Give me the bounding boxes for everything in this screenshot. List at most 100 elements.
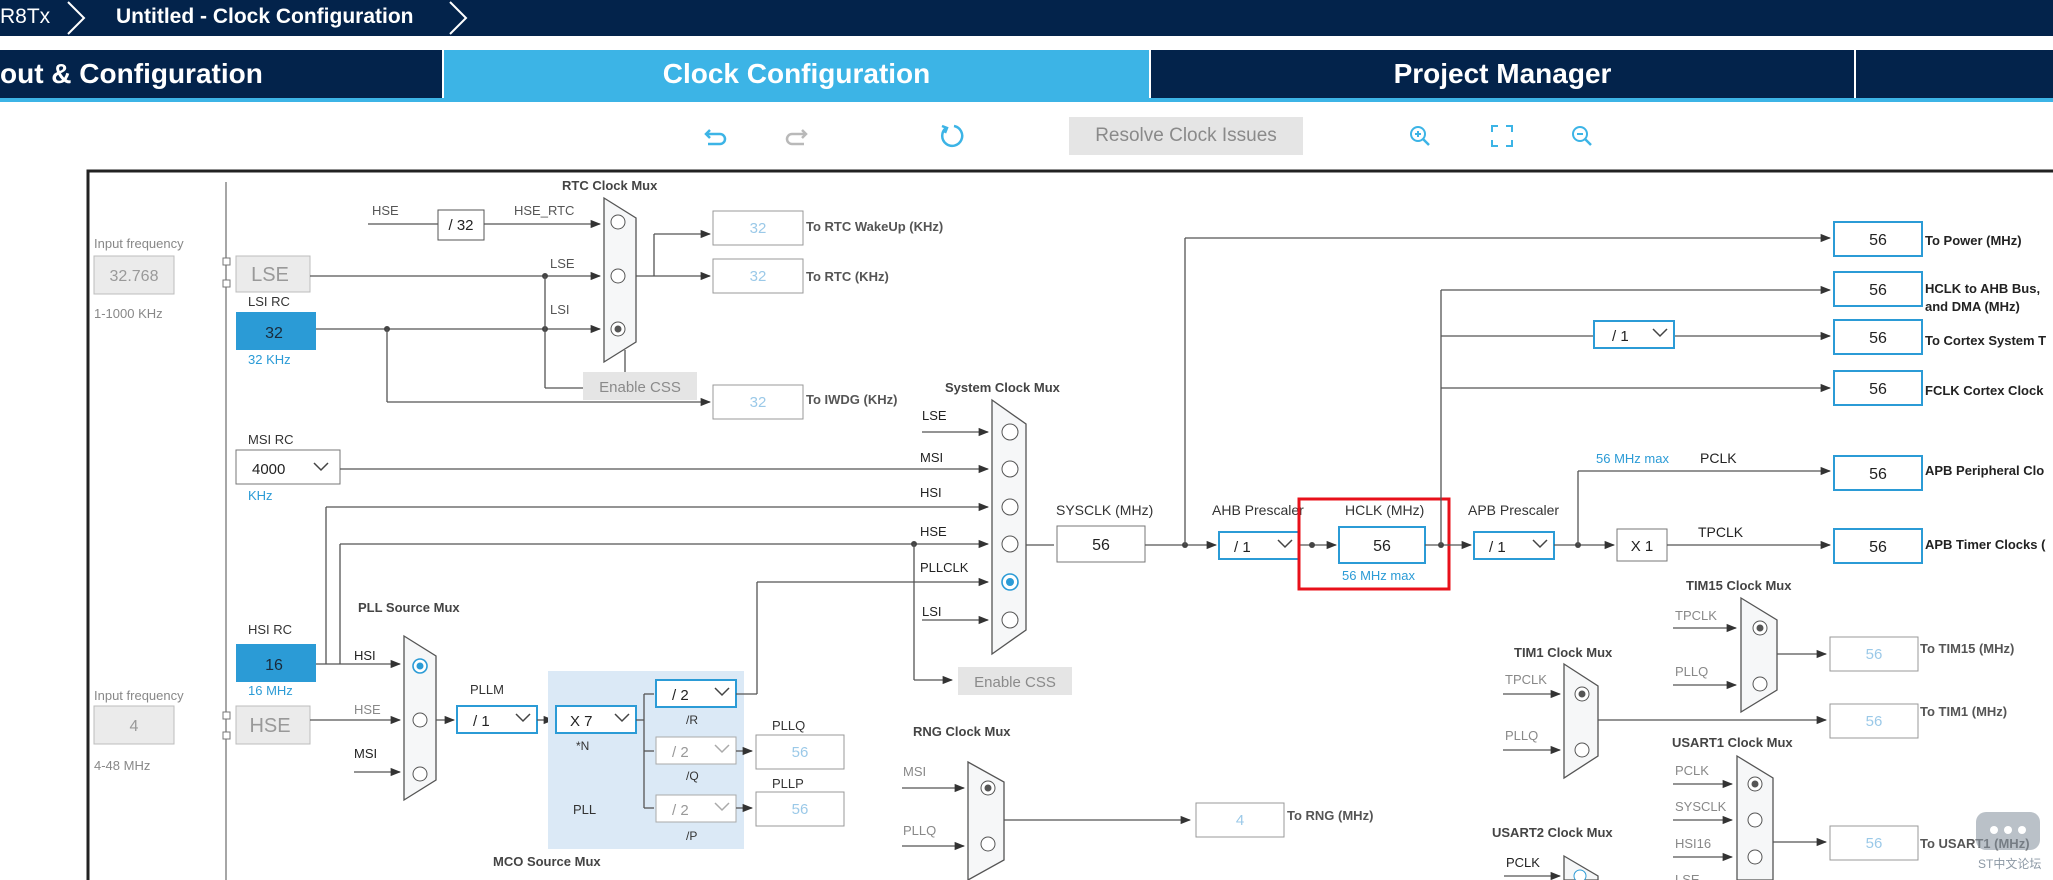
rtc-mux-radio-lse[interactable] bbox=[610, 268, 626, 284]
rtc-hse-label: HSE bbox=[372, 203, 399, 218]
usart1-mux-radio-sysclk[interactable] bbox=[1747, 812, 1763, 828]
pllq-div-label: /Q bbox=[686, 769, 699, 783]
main-tabs: out & Configuration Clock Configuration … bbox=[0, 50, 2053, 98]
usart1-mux-radio-hsi16[interactable] bbox=[1747, 849, 1763, 865]
lse-label: LSE bbox=[251, 264, 289, 286]
hclk-input[interactable] bbox=[1338, 526, 1426, 564]
mco-source-mux-title: MCO Source Mux bbox=[493, 854, 601, 869]
fit-to-screen-icon[interactable] bbox=[1488, 122, 1516, 150]
pll-mux-input-hse: HSE bbox=[354, 702, 381, 717]
sysmux-radio-hse[interactable] bbox=[1001, 535, 1019, 553]
tim15-mux-radio-pllq[interactable] bbox=[1752, 676, 1768, 692]
rtc-value: 32 bbox=[750, 268, 767, 285]
pllp-div-value: / 2 bbox=[672, 802, 689, 819]
cortex-system-timer-field bbox=[1833, 319, 1923, 355]
ahb-prescaler-value: / 1 bbox=[1234, 539, 1251, 556]
system-clock-mux bbox=[991, 398, 1027, 656]
rng-input-pllq: PLLQ bbox=[903, 823, 936, 838]
usart2-clock-mux bbox=[1563, 854, 1599, 880]
pllq-div-value: / 2 bbox=[672, 744, 689, 761]
sysclk-label: SYSCLK (MHz) bbox=[1056, 502, 1153, 518]
hsi-value: 16 bbox=[265, 657, 283, 674]
rtc-hse-divider-value: / 32 bbox=[448, 217, 473, 234]
hclk-label: HCLK (MHz) bbox=[1345, 502, 1424, 518]
rng-mux-title: RNG Clock Mux bbox=[913, 724, 1011, 739]
zoom-out-icon[interactable] bbox=[1568, 122, 1596, 150]
tab-pinout-configuration[interactable]: out & Configuration bbox=[0, 58, 263, 89]
tim1-output-value: 56 bbox=[1866, 713, 1883, 730]
tab-divider bbox=[442, 50, 444, 98]
msi-title: MSI RC bbox=[248, 432, 294, 447]
tim1-input-tpclk: TPCLK bbox=[1505, 672, 1547, 687]
hse-input-frequency-field[interactable] bbox=[93, 705, 175, 745]
usart1-input-pclk: PCLK bbox=[1675, 763, 1709, 778]
tab-project-manager[interactable]: Project Manager bbox=[1393, 58, 1612, 89]
lse-block bbox=[235, 255, 311, 293]
rng-mux-radio-pllq[interactable] bbox=[980, 836, 996, 852]
hsi-block[interactable] bbox=[236, 644, 316, 682]
ahb-prescaler-label: AHB Prescaler bbox=[1212, 502, 1304, 518]
pll-label: PLL bbox=[573, 802, 596, 817]
lse-input-frequency-field[interactable] bbox=[93, 255, 175, 295]
sysmux-radio-lse[interactable] bbox=[1001, 423, 1019, 441]
rtc-enable-css-label: Enable CSS bbox=[599, 379, 681, 396]
undo-icon[interactable] bbox=[702, 122, 730, 150]
rtc-enable-css-button[interactable] bbox=[583, 372, 697, 400]
pllr-label: /R bbox=[686, 713, 698, 727]
redo-icon[interactable] bbox=[782, 122, 810, 150]
chevron-down-icon bbox=[1532, 539, 1548, 549]
chevron-down-icon bbox=[714, 802, 730, 812]
hse-label: HSE bbox=[249, 715, 290, 737]
zoom-in-icon[interactable] bbox=[1406, 122, 1434, 150]
chevron-down-icon bbox=[1652, 328, 1668, 338]
usart2-mux-radio-pclk[interactable] bbox=[1573, 869, 1587, 880]
chevron-down-icon bbox=[515, 713, 531, 723]
reset-icon[interactable] bbox=[938, 122, 966, 150]
pll-mux-radio-hse[interactable] bbox=[412, 712, 428, 728]
pll-mux-radio-msi[interactable] bbox=[412, 766, 428, 782]
apb-max: 56 MHz max bbox=[1596, 451, 1669, 466]
tim15-output-label: To TIM15 (MHz) bbox=[1920, 641, 2014, 656]
tab-clock-configuration[interactable]: Clock Configuration bbox=[444, 50, 1149, 98]
hclk-ahb-field bbox=[1833, 271, 1923, 307]
lse-input-title: Input frequency bbox=[94, 236, 184, 251]
lsi-block[interactable] bbox=[236, 312, 316, 350]
sysmux-radio-hsi[interactable] bbox=[1001, 498, 1019, 516]
chevron-down-icon bbox=[313, 462, 329, 472]
hse-range: 4-48 MHz bbox=[94, 758, 150, 773]
lsi-value: 32 bbox=[265, 325, 283, 342]
usart1-input-lse: LSE bbox=[1675, 872, 1700, 880]
sysmux-radio-lsi[interactable] bbox=[1001, 611, 1019, 629]
tim15-mux-title: TIM15 Clock Mux bbox=[1686, 578, 1792, 593]
chevron-right-icon bbox=[449, 1, 468, 35]
breadcrumb: R8Tx Untitled - Clock Configuration bbox=[0, 0, 2053, 36]
hclk-ahb-label-2: and DMA (MHz) bbox=[1925, 299, 2020, 314]
rng-clock-mux bbox=[967, 760, 1005, 880]
chevron-down-icon bbox=[614, 713, 630, 723]
msi-frequency-select[interactable] bbox=[235, 449, 341, 485]
sysmux-input-msi: MSI bbox=[920, 450, 943, 465]
rtc-in-lse: LSE bbox=[550, 256, 575, 271]
sysclk-enable-css-button[interactable] bbox=[958, 667, 1072, 695]
usart1-output-value: 56 bbox=[1866, 835, 1883, 852]
rtc-mux-radio-hse[interactable] bbox=[610, 214, 626, 230]
breadcrumb-item-project[interactable]: Untitled - Clock Configuration bbox=[116, 5, 414, 28]
lsi-title: LSI RC bbox=[248, 294, 290, 309]
usart1-input-hsi16: HSI16 bbox=[1675, 836, 1711, 851]
system-clock-mux-title: System Clock Mux bbox=[945, 380, 1061, 395]
pllq-select[interactable] bbox=[655, 736, 737, 765]
apb-prescaler-value: / 1 bbox=[1489, 539, 1506, 556]
tim15-clock-mux bbox=[1740, 596, 1778, 714]
breadcrumb-item-device[interactable]: R8Tx bbox=[0, 5, 51, 28]
apb-timer-clock-value: 56 bbox=[1869, 539, 1887, 556]
rtc-wakeup-field bbox=[712, 210, 804, 246]
cortex-timer-divider-value: / 1 bbox=[1612, 328, 1629, 345]
resolve-clock-issues-button[interactable]: Resolve Clock Issues bbox=[1069, 117, 1303, 155]
tim1-output-field bbox=[1829, 703, 1919, 739]
tim1-mux-radio-pllq[interactable] bbox=[1574, 742, 1590, 758]
iwdg-label: To IWDG (KHz) bbox=[806, 392, 897, 407]
msi-unit: KHz bbox=[248, 488, 273, 503]
iwdg-value: 32 bbox=[750, 394, 767, 411]
rtc-field bbox=[712, 258, 804, 294]
sysmux-radio-msi[interactable] bbox=[1001, 460, 1019, 478]
